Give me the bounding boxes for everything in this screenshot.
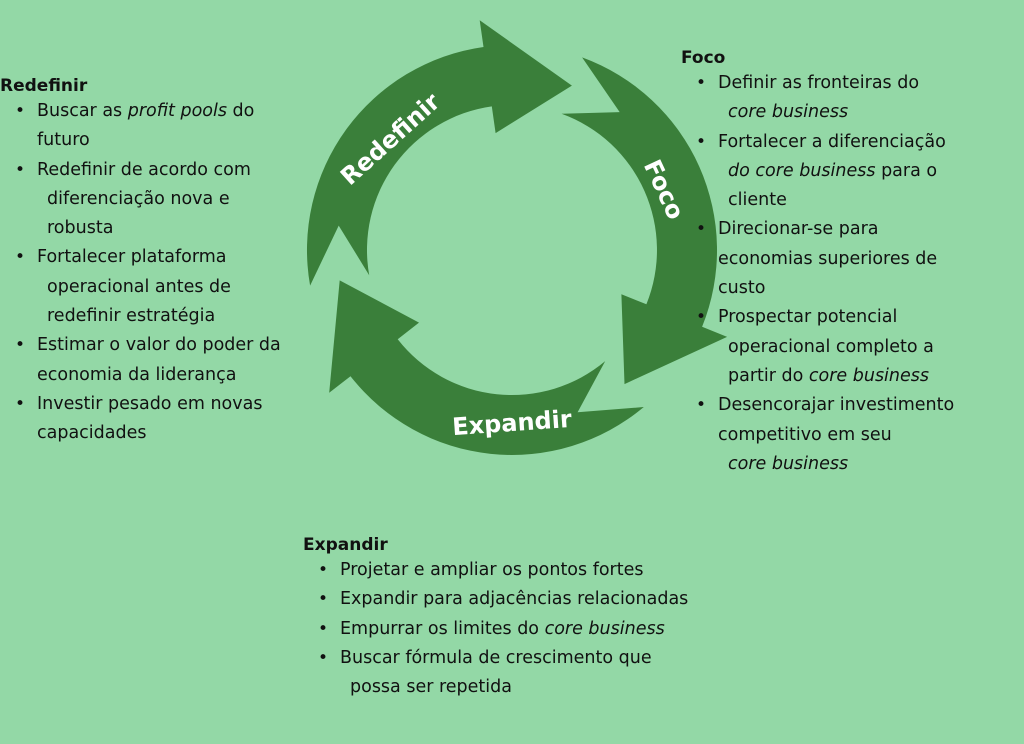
expandir-arrow: [329, 280, 644, 455]
text: robusta: [47, 218, 114, 239]
text: Estimar o valor do poder da: [37, 335, 281, 356]
text: Buscar fórmula de crescimento que: [340, 647, 652, 668]
list-item-line: Buscar fórmula de crescimento que: [340, 648, 652, 668]
list-item: Empurrar os limites do core business: [303, 615, 803, 645]
expandir-list: Projetar e ampliar os pontos fortesExpan…: [303, 556, 803, 702]
list-item-line: Fortalecer plataforma: [37, 247, 227, 267]
text: partir do: [728, 365, 809, 386]
list-item-line: Estimar o valor do poder da: [37, 335, 281, 355]
list-item-line: Definir as fronteiras do: [718, 73, 919, 93]
list-item-line: Redefinir de acordo com: [37, 160, 251, 180]
list-item-line: Projetar e ampliar os pontos fortes: [340, 560, 644, 580]
text: economia da liderança: [37, 364, 237, 385]
text: Expandir para adjacências relacionadas: [340, 589, 689, 610]
list-item-line: Desencorajar investimento: [718, 395, 954, 415]
list-item: Expandir para adjacências relacionadas: [303, 585, 803, 615]
list-item: Direcionar-se para economias superiores d…: [681, 215, 1024, 303]
italic-text: core business: [544, 618, 665, 639]
text: capacidades: [37, 423, 147, 444]
text: Buscar as: [37, 101, 128, 121]
italic-text: core business: [728, 102, 849, 123]
text: Prospectar potencial: [718, 307, 898, 328]
list-item-line: operacional antes de: [37, 277, 231, 297]
text: futuro: [37, 130, 90, 151]
list-item-line: do core business para o: [718, 161, 937, 181]
text: custo: [718, 278, 766, 299]
list-item-line: Expandir para adjacências relacionadas: [340, 589, 688, 609]
list-item: Estimar o valor do poder da economia da l…: [0, 331, 340, 390]
redefinir-arrow: [306, 20, 572, 286]
list-item-line: operacional completo a: [718, 337, 934, 357]
list-item: Fortalecer a diferenciação do core busine…: [681, 128, 1024, 216]
list-item-line: capacidades: [37, 423, 147, 443]
list-item: Projetar e ampliar os pontos fortes: [303, 556, 803, 586]
list-item-line: Empurrar os limites do core business: [340, 619, 665, 639]
list-item-line: Prospectar potencial: [718, 307, 897, 327]
text: Fortalecer a diferenciação: [718, 131, 946, 152]
list-item: Fortalecer plataforma operacional antes d…: [0, 243, 340, 331]
list-item: Desencorajar investimento competitivo em …: [681, 391, 1024, 479]
italic-text: core business: [808, 365, 930, 386]
text: Definir as fronteiras do: [718, 73, 920, 93]
list-item-line: core business: [718, 454, 848, 474]
italic-text: profit pools: [127, 101, 227, 121]
list-item-line: Buscar as profit pools do: [37, 101, 254, 121]
foco-section: Foco Definir as fronteiras do core busine…: [681, 47, 1024, 479]
list-item-line: Fortalecer a diferenciação: [718, 132, 946, 152]
list-item: Prospectar potencial operacional completo…: [681, 303, 1024, 391]
list-item-line: economia da liderança: [37, 365, 236, 385]
list-item-line: economias superiores de: [718, 249, 937, 269]
redefinir-list: Buscar as profit pools do futuroRedefinir…: [0, 97, 340, 449]
list-item-line: partir do core business: [718, 366, 929, 386]
text: diferenciação nova e: [47, 188, 230, 209]
list-item-line: core business: [718, 102, 848, 122]
expandir-section-title: Expandir: [303, 535, 388, 555]
text: operacional completo a: [728, 336, 934, 357]
text: cliente: [728, 190, 787, 211]
text: Fortalecer plataforma: [37, 247, 227, 268]
list-item-line: robusta: [37, 218, 113, 238]
text: Investir pesado em novas: [37, 393, 263, 414]
text: operacional antes de: [47, 276, 231, 297]
text: Desencorajar investimento: [718, 395, 955, 416]
list-item-line: futuro: [37, 130, 90, 150]
italic-text: core business: [728, 453, 849, 474]
text: Direcionar-se para: [718, 219, 879, 240]
expandir-section: Expandir Projetar e ampliar os pontos fo…: [303, 534, 803, 702]
text: para o: [875, 160, 938, 181]
list-item-line: possa ser repetida: [340, 677, 512, 697]
text: Redefinir de acordo com: [37, 159, 251, 180]
list-item-line: custo: [718, 278, 765, 298]
list-item-line: competitivo em seu: [718, 425, 892, 445]
text: Empurrar os limites do: [340, 618, 545, 639]
text: redefinir estratégia: [47, 306, 216, 327]
list-item: Buscar fórmula de crescimento que possa s…: [303, 644, 803, 703]
list-item: Investir pesado em novas capacidades: [0, 390, 340, 449]
text: possa ser repetida: [350, 677, 512, 698]
text: competitivo em seu: [718, 424, 892, 445]
list-item: Redefinir de acordo com diferenciação nov…: [0, 156, 340, 244]
text: do: [226, 101, 255, 121]
redefinir-section-title: Redefinir: [0, 76, 88, 96]
text: economias superiores de: [718, 248, 938, 269]
list-item: Definir as fronteiras do core business: [681, 69, 1024, 128]
list-item-line: redefinir estratégia: [37, 306, 215, 326]
list-item-line: diferenciação nova e: [37, 189, 230, 209]
list-item-line: Investir pesado em novas: [37, 394, 262, 414]
foco-section-title: Foco: [681, 48, 726, 68]
list-item: Buscar as profit pools do futuro: [0, 97, 340, 156]
list-item-line: Direcionar-se para: [718, 219, 879, 239]
redefinir-section: Redefinir Buscar as profit pools do futur…: [0, 75, 340, 449]
text: Projetar e ampliar os pontos fortes: [340, 560, 644, 580]
list-item-line: cliente: [718, 190, 787, 210]
italic-text: do core business: [728, 160, 876, 181]
